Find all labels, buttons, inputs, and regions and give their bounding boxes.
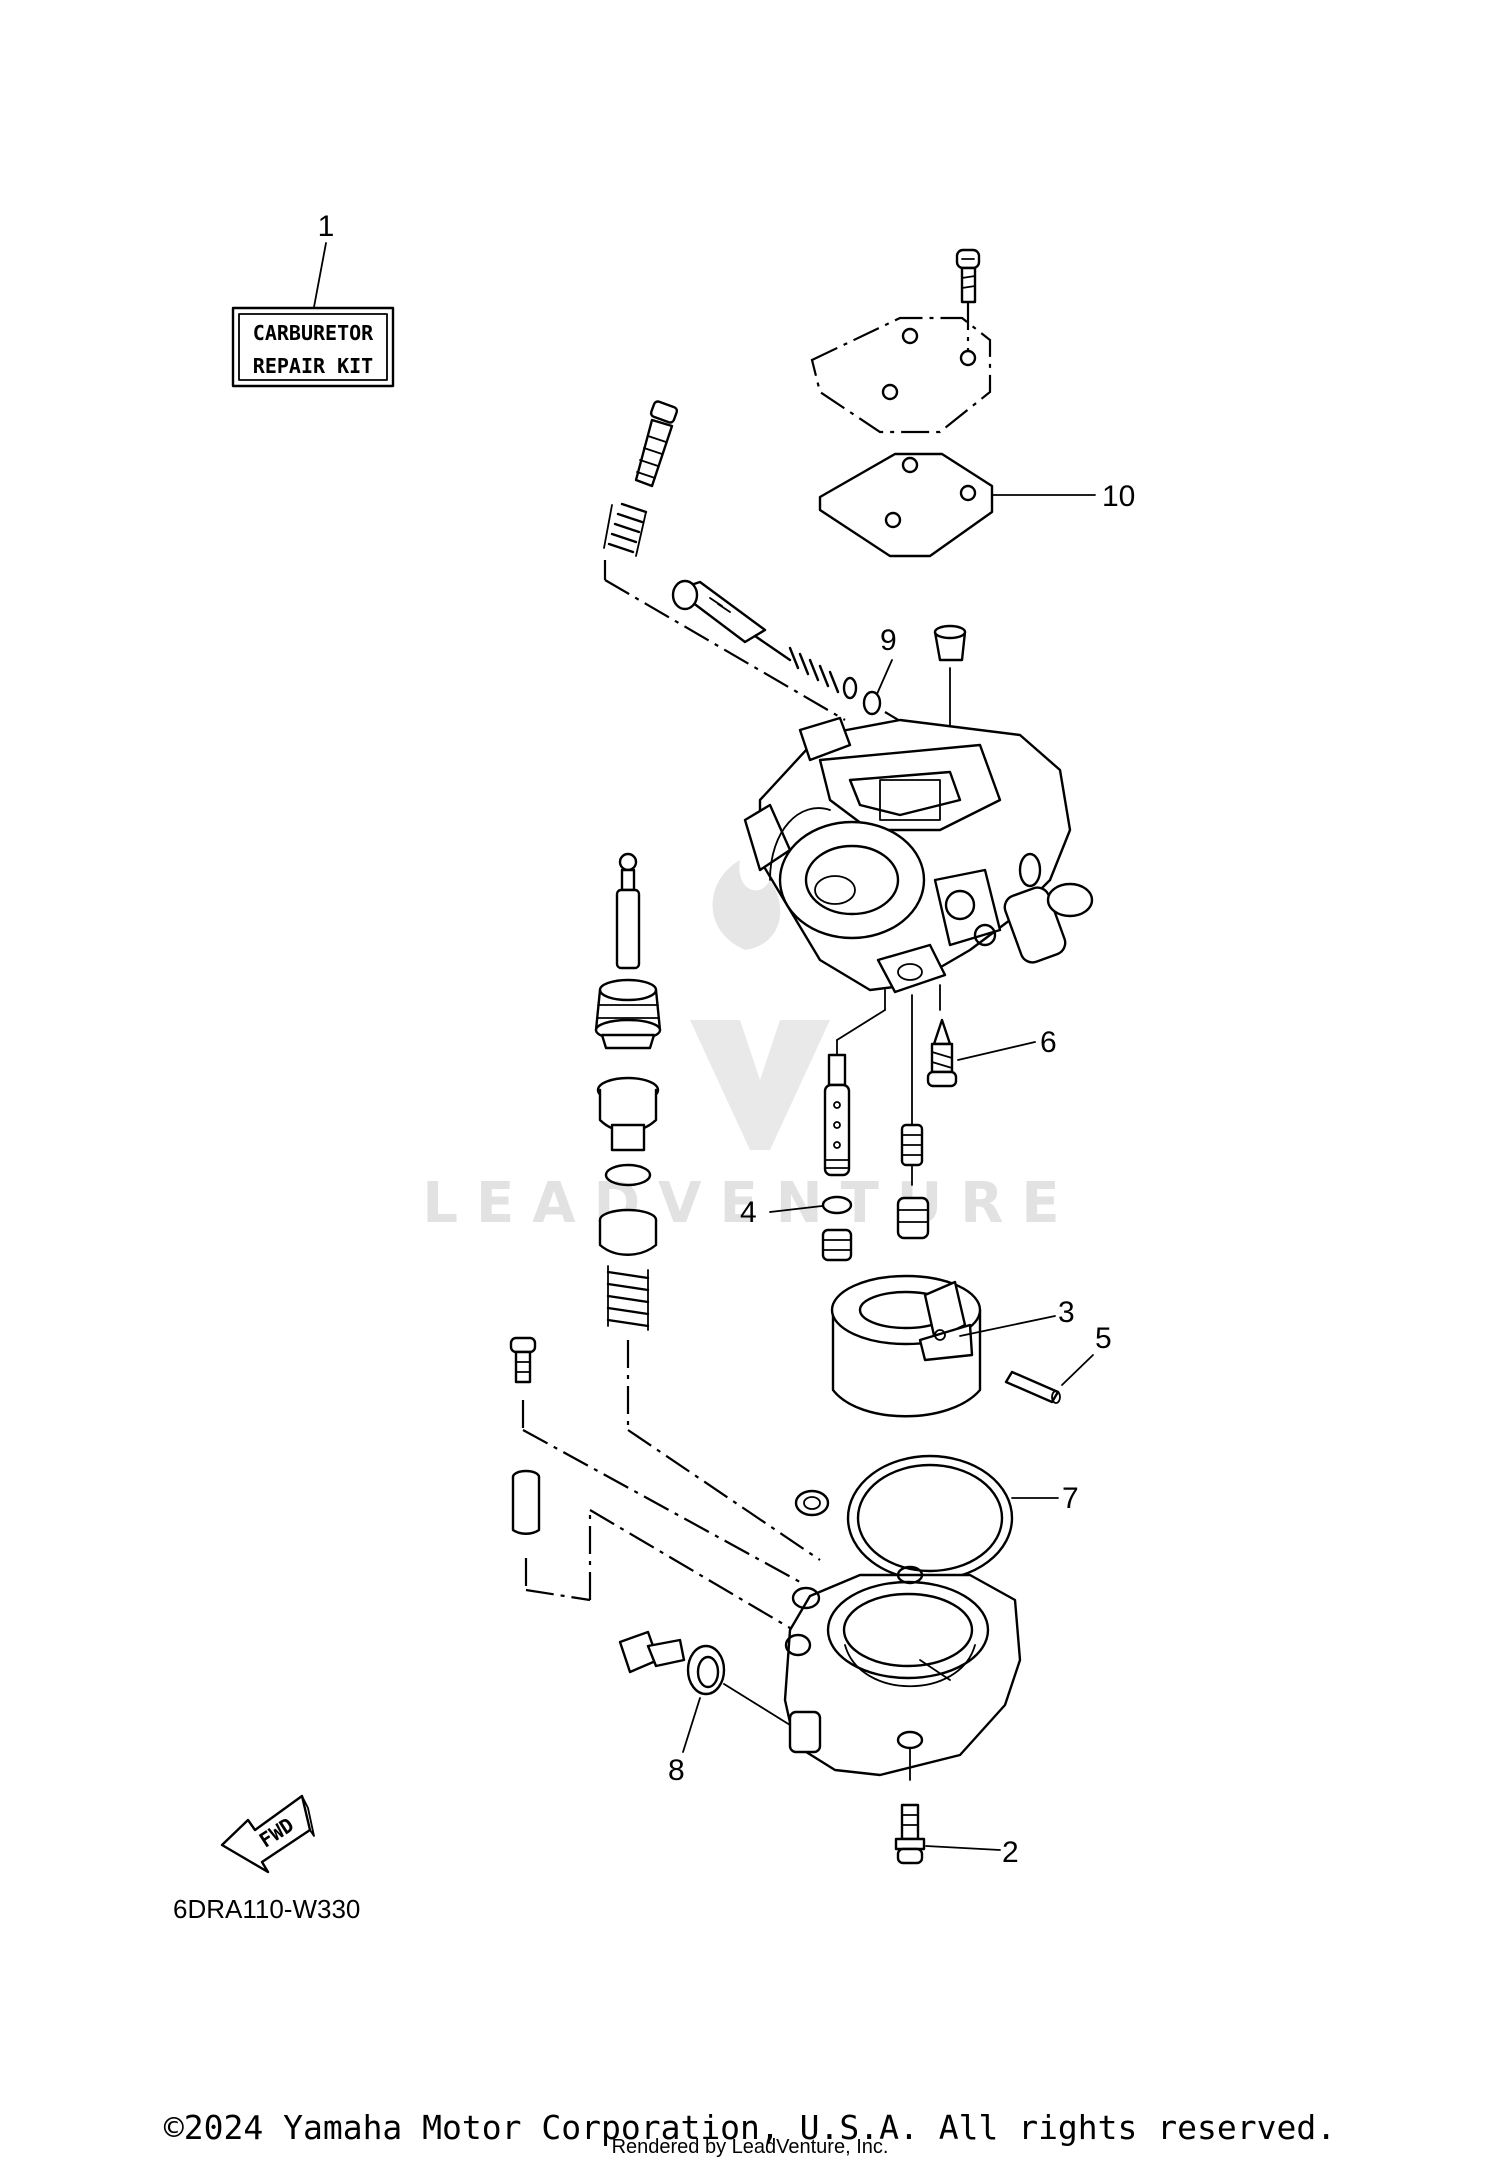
callout-1-group: 1 CARBURETOR REPAIR KIT — [231, 210, 395, 388]
callout-4: 4 — [740, 1196, 757, 1229]
callout-3-5-group: 3 5 — [830, 1274, 1112, 1418]
watermark-v-icon — [690, 1020, 830, 1150]
fwd-arrow: FWD — [220, 1794, 315, 1874]
rendered-by-text: Rendered by LeadVenture, Inc. — [611, 2136, 889, 2158]
watermark-flame-icon — [712, 860, 781, 950]
callout-6-group: 6 — [926, 1018, 1057, 1088]
carburetor-body — [743, 716, 1094, 1151]
callout-1: 1 — [318, 210, 335, 243]
callout-6: 6 — [1040, 1026, 1057, 1059]
callout-2: 2 — [1002, 1836, 1019, 1869]
callout-3: 3 — [1058, 1296, 1075, 1329]
pilot-jet-assembly — [896, 1123, 930, 1240]
float-chamber — [783, 1565, 1022, 1781]
callout-7: 7 — [1062, 1482, 1079, 1515]
plunger-assembly — [594, 852, 821, 1561]
cap-part — [933, 624, 967, 761]
repair-kit-line1: CARBURETOR — [253, 321, 374, 345]
main-nozzle-assembly: 4 — [740, 1053, 853, 1262]
pilot-screw-assembly: 9 — [671, 579, 916, 731]
idle-screw-assembly — [603, 400, 846, 721]
cover-plate-assembly — [810, 248, 992, 434]
callout-8: 8 — [668, 1754, 685, 1787]
callout-10-group: 10 — [818, 452, 1135, 558]
watermark-text: LEADVENTURE — [422, 1171, 1077, 1236]
callout-7-group: 7 — [794, 1454, 1079, 1582]
callout-2-group: 2 — [894, 1803, 1019, 1869]
copyright-text: ©2024 Yamaha Motor Corporation, U.S.A. A… — [163, 2108, 1337, 2147]
gasket-plate — [818, 452, 994, 558]
repair-kit-line2: REPAIR KIT — [253, 354, 373, 378]
callout-10: 10 — [1102, 480, 1135, 513]
chamber-screws — [509, 1336, 801, 1629]
watermark: LEADVENTURE — [422, 860, 1077, 1236]
repair-kit-box — [231, 306, 395, 388]
callout-5: 5 — [1095, 1322, 1112, 1355]
fwd-arrow-icon — [220, 1794, 312, 1874]
callout-8-group: 8 — [618, 1630, 791, 1787]
callout-9: 9 — [880, 624, 897, 657]
diagram-code: 6DRA110-W330 — [173, 1894, 360, 1924]
